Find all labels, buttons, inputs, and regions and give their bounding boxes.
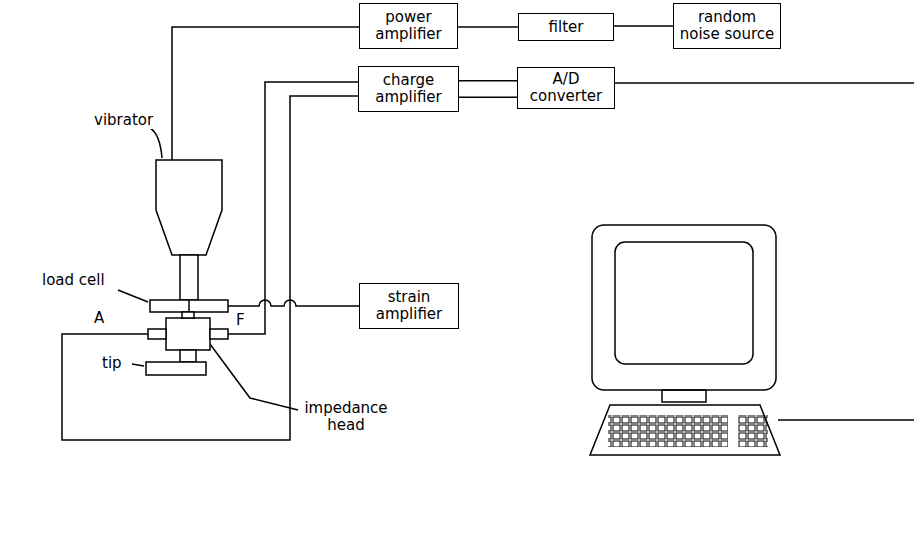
leader-line	[210, 344, 298, 410]
amplifier-box: strain amplifier	[359, 283, 459, 329]
vibrator-body	[156, 160, 222, 255]
force-wire	[228, 82, 359, 334]
monitor-stand	[662, 390, 706, 402]
screen	[615, 242, 753, 364]
box-label: random noise source	[677, 9, 777, 43]
vibrator-neck	[180, 255, 198, 300]
box-label: filter	[549, 19, 584, 36]
box-label: charge amplifier	[362, 72, 455, 106]
leader-line	[118, 290, 148, 302]
data-wire	[614, 82, 914, 84]
monitor	[592, 225, 776, 390]
impedance-head	[166, 318, 210, 350]
connector-f	[210, 329, 228, 339]
load-cell	[150, 300, 228, 312]
strain-wire	[228, 300, 360, 306]
keyboard	[590, 405, 780, 455]
leader-line	[132, 364, 144, 366]
box-label: power amplifier	[363, 9, 454, 43]
signal-wire	[458, 26, 518, 28]
signal-wire	[459, 80, 517, 82]
part-label: vibrator	[92, 112, 155, 129]
amplifier-box: charge amplifier	[358, 66, 459, 112]
tip-plate	[146, 362, 206, 375]
noise-source-box: random noise source	[673, 3, 781, 49]
part-label: impedance head	[298, 400, 394, 434]
leader-line	[150, 128, 162, 158]
part-label: tip	[100, 355, 124, 372]
signal-wire	[459, 96, 517, 98]
converter-box: A/D converter	[517, 67, 615, 109]
connector-a	[148, 329, 166, 339]
part-label: A	[92, 310, 106, 327]
part-label: load cell	[40, 272, 107, 289]
drive-wire	[172, 27, 360, 160]
box-label: strain amplifier	[363, 289, 455, 323]
box-label: A/D converter	[521, 71, 611, 105]
signal-wire	[614, 25, 673, 27]
tip-stem	[180, 350, 196, 362]
data-wire	[778, 419, 914, 421]
part-label: F	[234, 312, 247, 329]
accel-wire	[62, 96, 359, 440]
amplifier-box: power amplifier	[359, 3, 458, 49]
filter-box: filter	[518, 13, 614, 41]
